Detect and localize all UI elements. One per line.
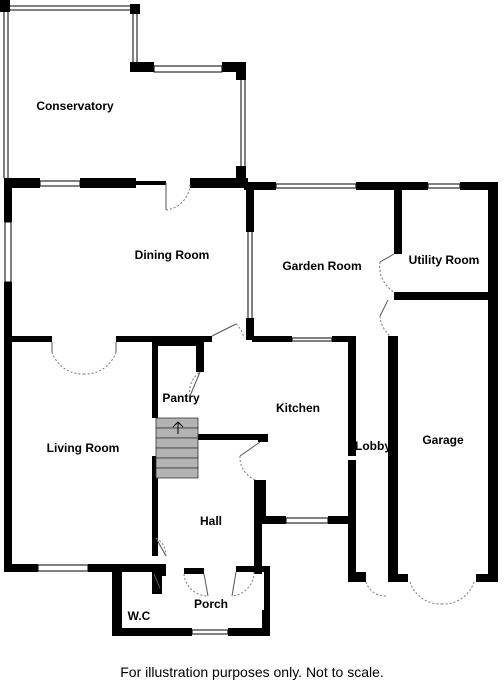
stairs-up-arrow-icon <box>172 421 184 434</box>
label-garden-room: Garden Room <box>282 259 361 273</box>
doors <box>51 182 475 605</box>
room-labels: Conservatory Dining Room Garden Room Uti… <box>36 99 479 623</box>
label-lobby: Lobby <box>355 439 391 453</box>
label-pantry: Pantry <box>162 391 200 405</box>
outer-walls <box>4 178 498 582</box>
label-hall: Hall <box>200 514 222 528</box>
label-utility-room: Utility Room <box>409 253 480 267</box>
disclaimer-text: For illustration purposes only. Not to s… <box>120 664 384 680</box>
label-kitchen: Kitchen <box>276 401 320 415</box>
label-dining-room: Dining Room <box>135 248 210 262</box>
label-living-room: Living Room <box>47 441 120 455</box>
stairs <box>155 417 199 479</box>
label-conservatory: Conservatory <box>36 99 114 113</box>
label-garage: Garage <box>422 433 464 447</box>
label-wc: W.C <box>128 609 151 623</box>
label-porch: Porch <box>194 597 228 611</box>
conservatory-walls <box>0 0 246 184</box>
interior-walls <box>4 182 494 636</box>
